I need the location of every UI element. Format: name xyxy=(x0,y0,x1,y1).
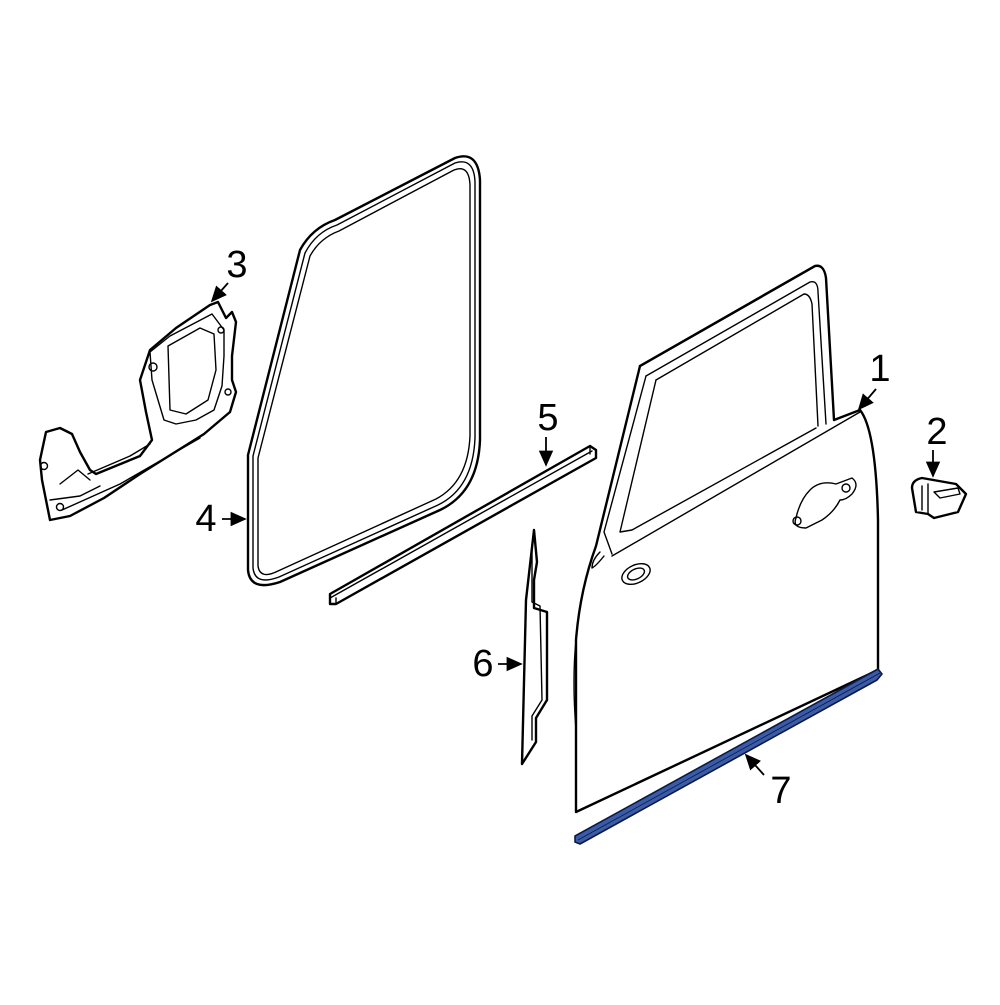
callout-6[interactable]: 6 xyxy=(472,643,494,685)
part-1-door-shell[interactable] xyxy=(573,264,880,814)
callout-1[interactable]: 1 xyxy=(869,348,891,390)
callout-7[interactable]: 7 xyxy=(770,770,792,812)
part-2-check-bracket[interactable] xyxy=(910,476,968,520)
callout-2[interactable]: 2 xyxy=(926,411,948,453)
callout-4[interactable]: 4 xyxy=(195,498,217,540)
part-3-pillar-panel[interactable] xyxy=(38,300,238,522)
callout-3[interactable]: 3 xyxy=(226,244,248,286)
callout-5[interactable]: 5 xyxy=(537,397,559,439)
part-6-edge-seal[interactable] xyxy=(520,528,549,766)
part-7-lower-molding[interactable] xyxy=(574,668,883,845)
part-4-weatherstrip[interactable] xyxy=(246,155,482,587)
leader-lines xyxy=(210,282,941,776)
part-5-belt-molding[interactable] xyxy=(328,444,598,606)
